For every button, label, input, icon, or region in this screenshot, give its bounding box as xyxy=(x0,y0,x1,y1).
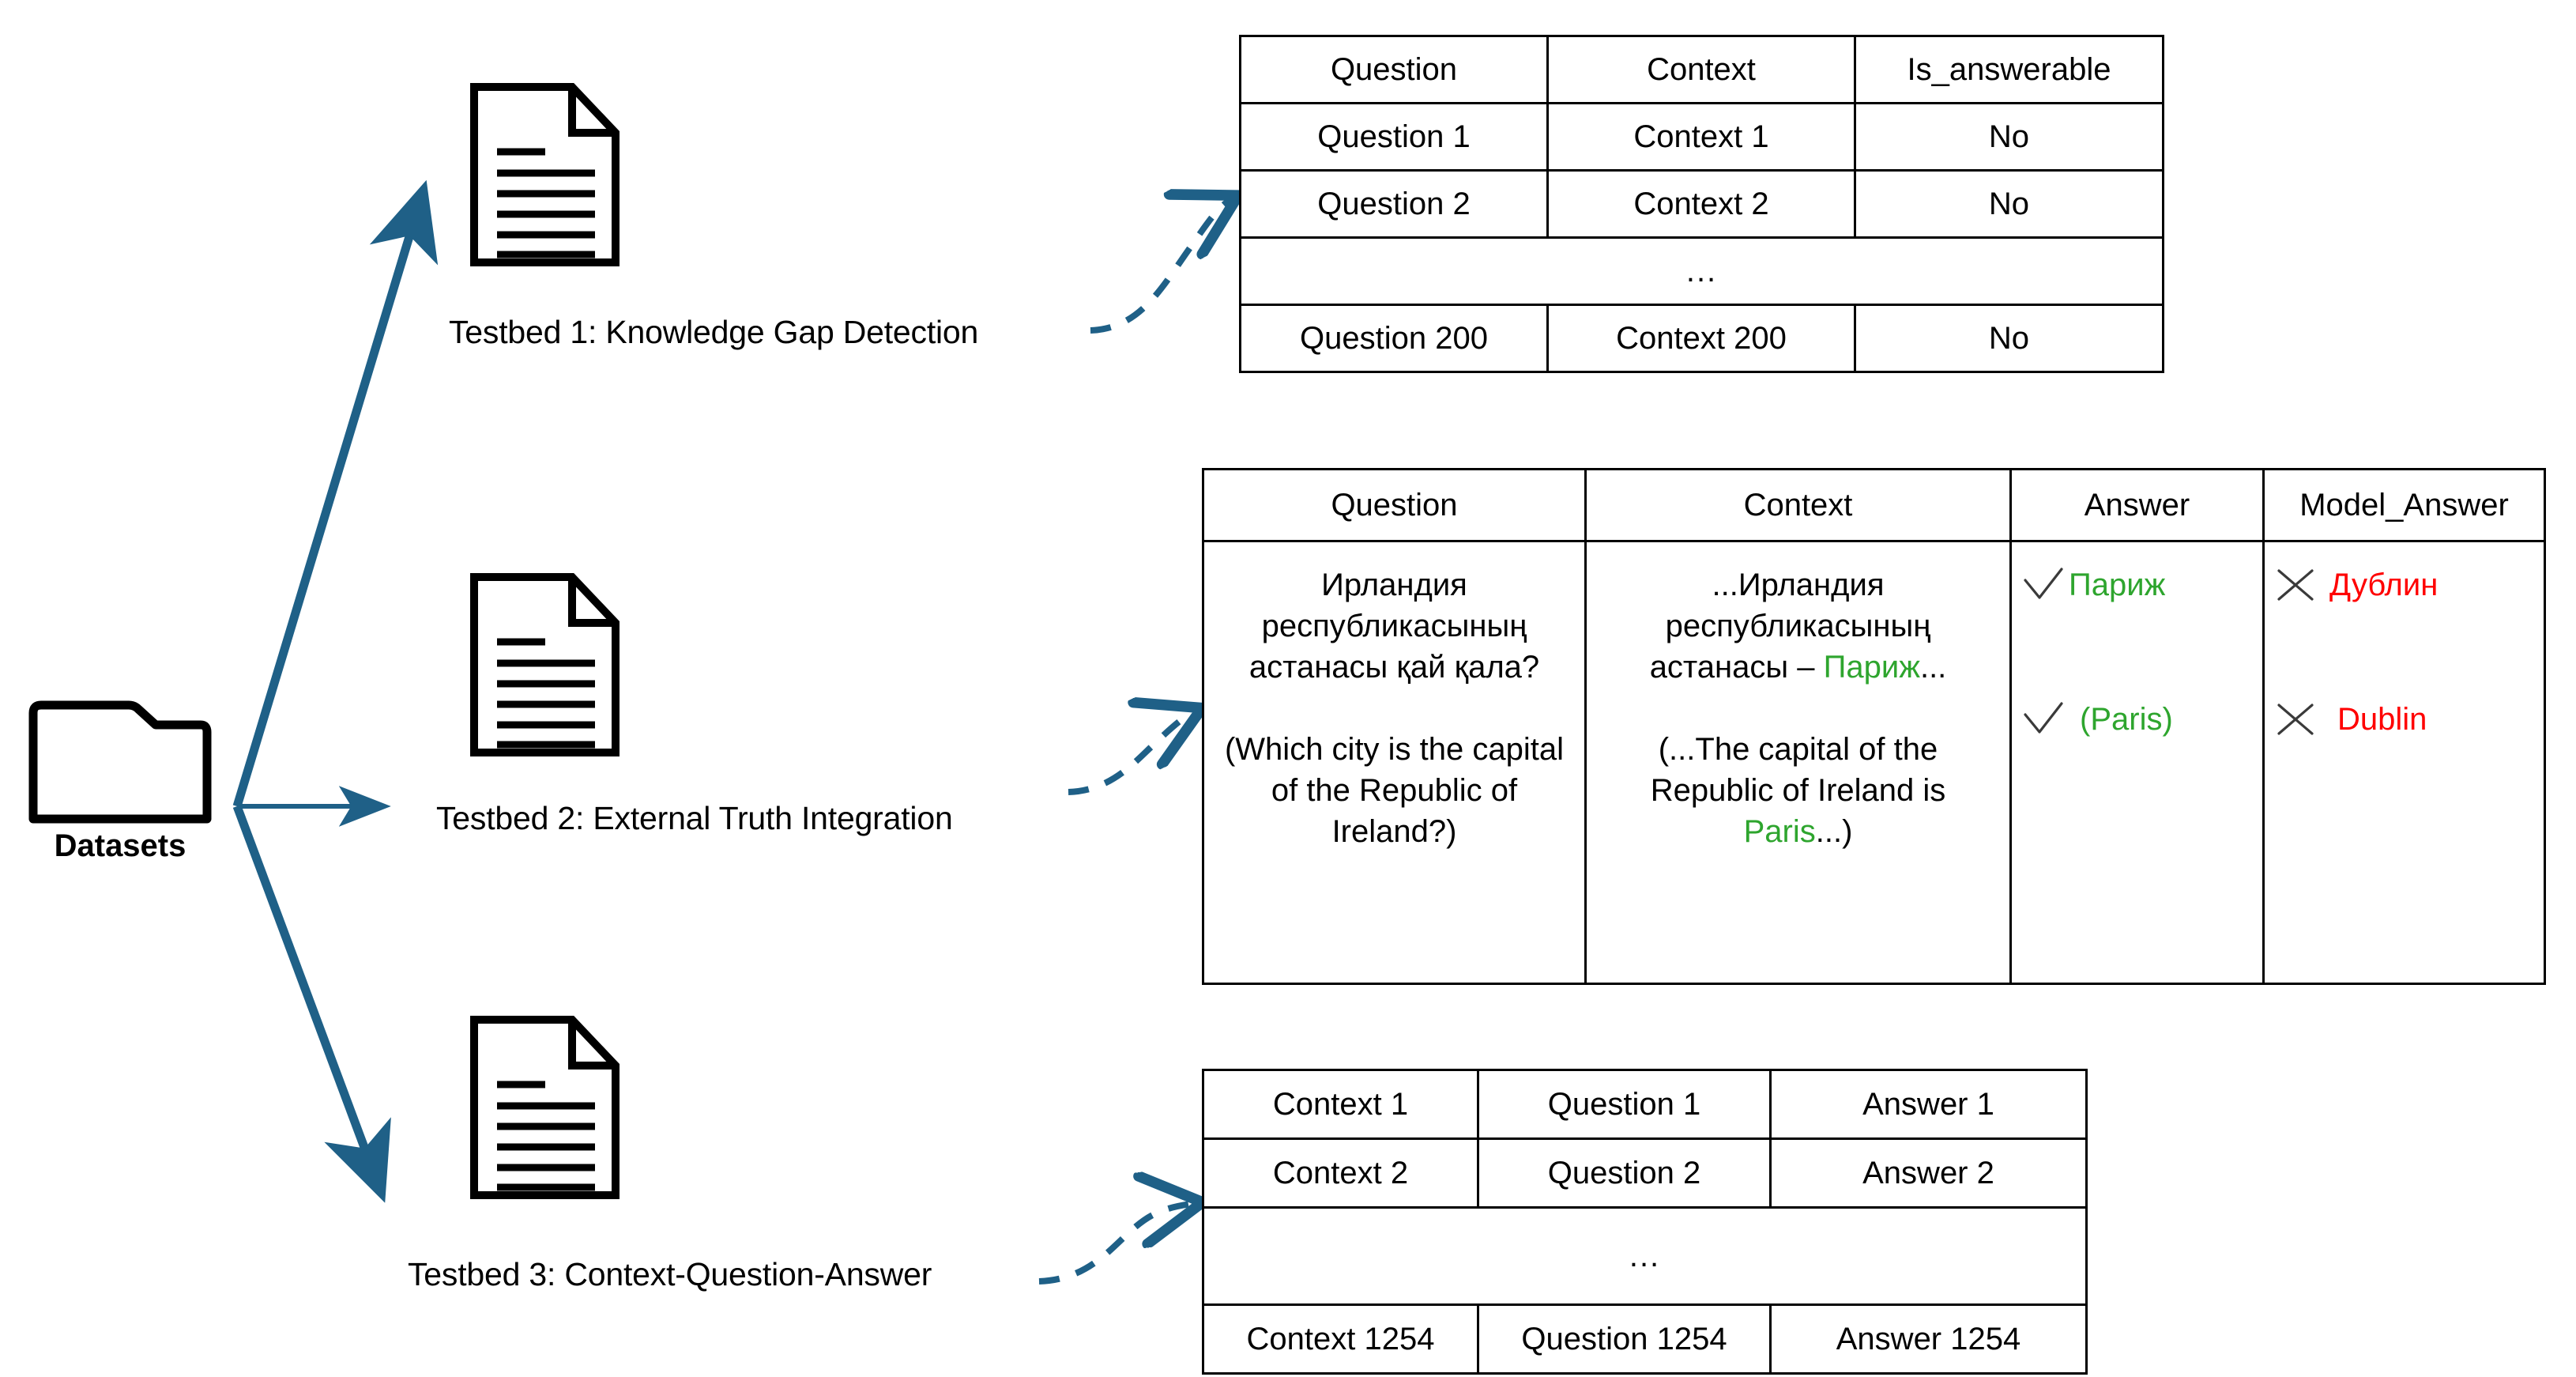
table1-cell-answerable-2: No xyxy=(1854,169,2164,239)
table-ellipsis-row: ... xyxy=(1239,236,2164,306)
testbed-1-label: Testbed 1: Knowledge Gap Detection xyxy=(449,314,979,350)
table1-cell-context-200: Context 200 xyxy=(1546,304,1856,373)
folder-icon xyxy=(28,700,212,824)
table-row: Context 1 Question 1 Answer 1 xyxy=(1202,1069,2088,1140)
question-native: Ирландия республикасының астанасы қай қа… xyxy=(1248,568,1540,685)
table-row: Ирландия республикасының астанасы қай қа… xyxy=(1202,540,2546,985)
table1-header-answerable: Is_answerable xyxy=(1854,35,2164,104)
table3-cell-question-1254: Question 1254 xyxy=(1477,1303,1772,1375)
table1-ellipsis: ... xyxy=(1239,236,2164,306)
answer-translation: (Paris) xyxy=(2080,702,2173,737)
context-native-prefix: ...Ирландия республикасының астанасы – xyxy=(1649,568,1931,685)
context-native-suffix: ... xyxy=(1919,650,1947,685)
table3-cell-context-1254: Context 1254 xyxy=(1202,1303,1479,1375)
table2-cell-answer: Париж (Paris) xyxy=(2009,540,2265,985)
table-row: Context 1254 Question 1254 Answer 1254 xyxy=(1202,1303,2088,1375)
table-row: Question 200 Context 200 No xyxy=(1239,304,2164,373)
branch-arrow-down xyxy=(232,805,391,1203)
table3-cell-context-2: Context 2 xyxy=(1202,1137,1479,1209)
check-icon xyxy=(2024,568,2063,599)
answer-native-line: Париж xyxy=(2023,564,2251,606)
testbed-2-label: Testbed 2: External Truth Integration xyxy=(436,800,953,836)
context-native: ...Ирландия республикасының астанасы – П… xyxy=(1598,564,1998,688)
table2-header-question: Question xyxy=(1202,468,1587,542)
table1-header-question: Question xyxy=(1239,35,1549,104)
document-icon-1 xyxy=(470,83,620,266)
check-icon xyxy=(2024,702,2063,734)
table2-cell-question: Ирландия республикасының астанасы қай қа… xyxy=(1202,540,1587,985)
table1-cell-context-1: Context 1 xyxy=(1546,102,1856,172)
answer-translation-line: (Paris) xyxy=(2023,699,2251,740)
cross-icon xyxy=(2277,704,2314,735)
context-translation: (...The capital of the Republic of Irela… xyxy=(1598,729,1998,852)
model-answer-native: Дублин xyxy=(2329,568,2439,602)
model-answer-native-line: Дублин xyxy=(2276,564,2533,606)
table3-cell-context-1: Context 1 xyxy=(1202,1069,1479,1140)
table-row: Question 1 Context 1 No xyxy=(1239,102,2164,172)
table1-cell-question-1: Question 1 xyxy=(1239,102,1549,172)
table1-cell-answerable-200: No xyxy=(1854,304,2164,373)
table1-cell-question-2: Question 2 xyxy=(1239,169,1549,239)
table-ellipsis-row: ... xyxy=(1202,1206,2088,1306)
context-translation-prefix: (...The capital of the Republic of Irela… xyxy=(1650,732,1946,808)
table3-cell-answer-1254: Answer 1254 xyxy=(1769,1303,2088,1375)
table2-header-context: Context xyxy=(1584,468,2012,542)
model-answer-translation: Dublin xyxy=(2337,702,2427,737)
connector-testbed1-to-table1 xyxy=(1090,198,1233,334)
table3-cell-answer-2: Answer 2 xyxy=(1769,1137,2088,1209)
connector-testbed3-to-table3 xyxy=(1038,1203,1196,1285)
model-answer-translation-line: Dublin xyxy=(2276,699,2533,740)
table1-cell-context-2: Context 2 xyxy=(1546,169,1856,239)
table2-cell-context: ...Ирландия республикасының астанасы – П… xyxy=(1584,540,2012,985)
connector-testbed2-to-table2 xyxy=(1068,711,1196,795)
table1-cell-answerable-1: No xyxy=(1854,102,2164,172)
table-header-row: Question Context Is_answerable xyxy=(1239,35,2164,104)
testbed-3-label: Testbed 3: Context-Question-Answer xyxy=(408,1256,932,1292)
table-knowledge-gap-detection: Question Context Is_answerable Question … xyxy=(1239,35,2164,373)
table2-header-answer: Answer xyxy=(2009,468,2265,542)
table3-cell-question-1: Question 1 xyxy=(1477,1069,1772,1140)
table3-cell-question-2: Question 2 xyxy=(1477,1137,1772,1209)
cross-icon xyxy=(2277,569,2314,601)
branch-arrow-up xyxy=(232,179,439,808)
table-row: Question 2 Context 2 No xyxy=(1239,169,2164,239)
table-external-truth-integration: Question Context Answer Model_Answer Ирл… xyxy=(1202,468,2546,985)
table3-cell-answer-1: Answer 1 xyxy=(1769,1069,2088,1140)
document-icon-2 xyxy=(470,573,620,756)
table-context-question-answer: Context 1 Question 1 Answer 1 Context 2 … xyxy=(1202,1069,2088,1375)
table1-cell-question-200: Question 200 xyxy=(1239,304,1549,373)
context-native-highlight: Париж xyxy=(1823,650,1920,685)
table3-ellipsis: ... xyxy=(1202,1206,2088,1306)
document-icon-3 xyxy=(470,1016,620,1199)
context-translation-highlight: Paris xyxy=(1743,814,1816,849)
context-translation-suffix: ...) xyxy=(1815,814,1853,849)
folder-label: Datasets xyxy=(54,828,186,863)
table-header-row: Question Context Answer Model_Answer xyxy=(1202,468,2546,542)
answer-native: Париж xyxy=(2069,568,2166,602)
table-row: Context 2 Question 2 Answer 2 xyxy=(1202,1137,2088,1209)
table2-header-model-answer: Model_Answer xyxy=(2262,468,2546,542)
question-translation: (Which city is the capital of the Republ… xyxy=(1224,732,1565,849)
table2-cell-model-answer: Дублин Dublin xyxy=(2262,540,2546,985)
table1-header-context: Context xyxy=(1546,35,1856,104)
